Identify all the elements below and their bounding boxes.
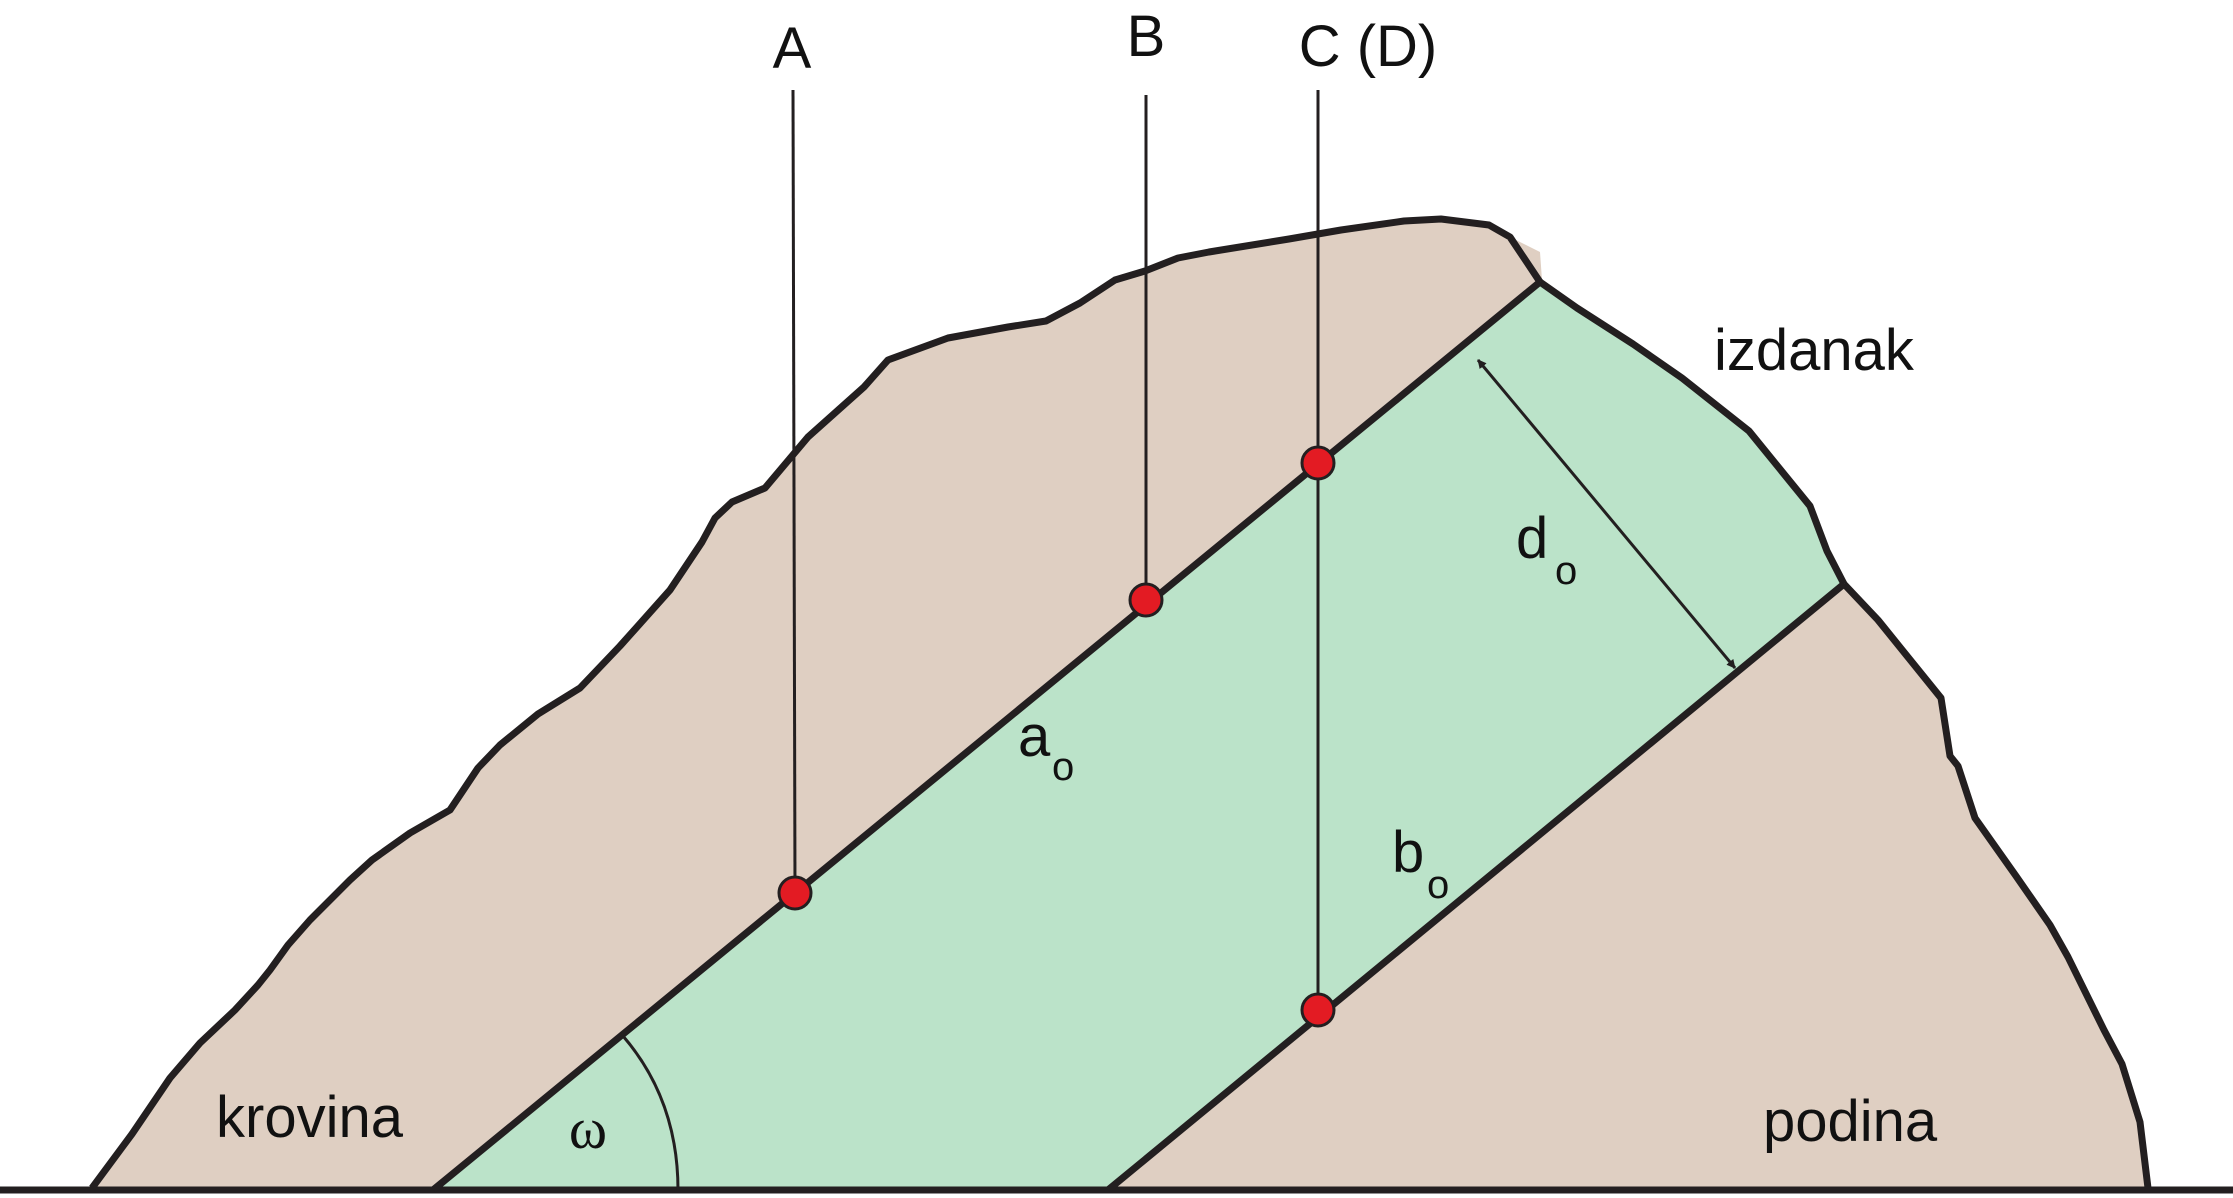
intersection-point-a <box>777 875 813 911</box>
borehole-c-label: C (D) <box>1299 14 1438 79</box>
apparent-length-b-label: b <box>1392 820 1424 885</box>
borehole-a-line <box>791 89 797 894</box>
intersection-point-c-floor <box>1300 992 1336 1028</box>
intersection-point-c-roof <box>1300 445 1336 481</box>
hanging-wall-label: krovina <box>216 1085 404 1150</box>
thickness-arrow <box>1476 359 1737 669</box>
borehole-b-label: B <box>1127 4 1166 69</box>
seam-roof-line <box>430 279 1543 1193</box>
apparent-length-a-label: a <box>1018 704 1051 769</box>
terrain-surface-left <box>89 215 1543 1191</box>
borehole-a-label: A <box>773 16 812 81</box>
terrain-surface-right <box>1841 581 2152 1189</box>
thickness-label: d <box>1516 506 1548 571</box>
thickness-label-subscript: o <box>1555 549 1577 593</box>
dip-angle-arc <box>621 1035 680 1191</box>
apparent-length-b-subscript: o <box>1427 863 1449 907</box>
outcrop-label: izdanak <box>1714 318 1915 383</box>
footwall-label: podina <box>1763 1089 1938 1154</box>
seam-floor-line <box>1105 581 1847 1193</box>
apparent-length-a-subscript: o <box>1052 745 1074 789</box>
dip-angle-label: ω <box>569 1096 607 1161</box>
intersection-point-b <box>1128 582 1164 618</box>
